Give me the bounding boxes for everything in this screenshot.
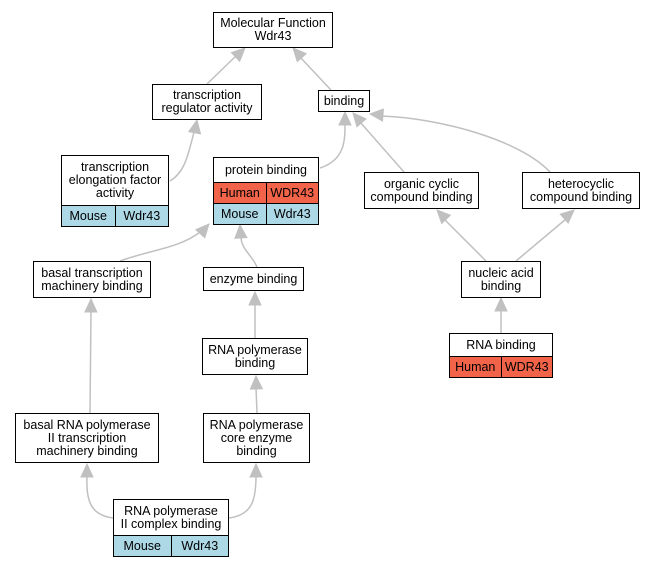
species-cell: Mouse	[114, 536, 171, 556]
gene-cell: WDR43	[265, 183, 318, 203]
node-molecular-function[interactable]: Molecular Function Wdr43	[213, 12, 333, 48]
arrowhead-icon	[194, 223, 210, 239]
arrowhead-icon	[80, 462, 94, 478]
edge-heterocyclic-to-binding	[380, 115, 551, 173]
mouse-gene-row: Mouse Wdr43	[214, 203, 318, 224]
node-rna-polymerase-binding[interactable]: RNA polymerase binding	[202, 338, 308, 375]
gene-cell: WDR43	[500, 357, 552, 377]
edge-enzyme-to-protein-binding	[240, 237, 258, 268]
node-label: protein binding	[224, 162, 307, 177]
edge-organic-cyclic-to-binding	[359, 121, 405, 173]
node-rna-binding[interactable]: RNA binding Human WDR43	[449, 333, 553, 378]
edge-nucleic-to-organic-cyclic	[443, 218, 487, 262]
human-gene-row: Human WDR43	[450, 356, 552, 377]
gene-cell: Wdr43	[170, 536, 228, 556]
node-nucleic-acid-binding[interactable]: nucleic acid binding	[461, 261, 541, 298]
species-cell: Mouse	[62, 206, 115, 226]
node-rna-polymerase-core-enzyme-binding[interactable]: RNA polymerase core enzyme binding	[203, 413, 310, 463]
edge-protein-binding-to-binding	[319, 123, 346, 169]
node-label: enzyme binding	[209, 271, 298, 286]
node-label: transcription elongation factor activity	[68, 160, 162, 200]
node-protein-binding[interactable]: protein binding Human WDR43 Mouse Wdr43	[213, 157, 319, 225]
edge-regulator-to-molecular-function	[206, 53, 239, 85]
edge-basal-rna-pol-to-basal-transcription	[89, 310, 92, 414]
arrowhead-icon	[249, 462, 263, 478]
human-gene-row: Human WDR43	[214, 182, 318, 203]
mouse-gene-row: Mouse Wdr43	[114, 535, 228, 556]
node-transcription-elongation-factor-activity[interactable]: transcription elongation factor activity…	[61, 155, 169, 227]
node-label: RNA polymerase binding	[208, 342, 302, 370]
edge-basal-transcription-to-protein-binding	[119, 231, 201, 262]
edge-core-enzyme-to-rna-pol-binding	[255, 387, 258, 414]
node-transcription-regulator-activity[interactable]: transcription regulator activity	[152, 84, 262, 120]
arrowhead-icon	[248, 290, 262, 306]
arrowhead-icon	[436, 209, 452, 225]
node-rna-polymerase-ii-complex-binding[interactable]: RNA polymerase II complex binding Mouse …	[113, 499, 229, 557]
arrowhead-icon	[292, 47, 308, 63]
species-cell: Human	[214, 183, 266, 203]
edge-elongation-to-regulator	[169, 131, 195, 182]
arrowhead-icon	[84, 297, 98, 313]
node-label: basal RNA polymerase II transcription ma…	[23, 417, 151, 458]
node-label: transcription regulator activity	[161, 88, 253, 115]
node-label: binding	[323, 93, 365, 108]
edge-nucleic-to-heterocyclic	[515, 218, 567, 262]
arrowhead-icon	[249, 374, 264, 390]
node-heterocyclic-compound-binding[interactable]: heterocyclic compound binding	[522, 172, 640, 209]
node-label: nucleic acid binding	[468, 265, 534, 293]
arrowhead-icon	[494, 296, 508, 312]
node-label: RNA polymerase core enzyme binding	[209, 417, 304, 458]
node-label: Molecular Function Wdr43	[220, 16, 326, 43]
node-basal-rna-polymerase-ii-transcription-machinery-binding[interactable]: basal RNA polymerase II transcription ma…	[15, 413, 159, 463]
arrowhead-icon	[338, 110, 352, 126]
arrowhead-icon	[559, 209, 575, 225]
arrowhead-icon	[368, 108, 384, 122]
node-organic-cyclic-compound-binding[interactable]: organic cyclic compound binding	[364, 172, 479, 209]
arrowhead-icon	[187, 118, 202, 135]
arrowhead-icon	[230, 47, 246, 63]
mouse-gene-row: Mouse Wdr43	[62, 205, 168, 226]
node-label: RNA polymerase II complex binding	[120, 503, 222, 531]
arrowhead-icon	[234, 223, 248, 239]
species-cell: Mouse	[214, 204, 266, 224]
node-label: heterocyclic compound binding	[529, 176, 633, 204]
node-label: organic cyclic compound binding	[370, 176, 473, 204]
gene-cell: Wdr43	[265, 204, 318, 224]
node-enzyme-binding[interactable]: enzyme binding	[203, 267, 304, 291]
node-label: RNA binding	[466, 337, 536, 352]
gene-cell: Wdr43	[114, 206, 168, 226]
arrowhead-icon	[352, 112, 367, 128]
node-binding[interactable]: binding	[318, 90, 370, 112]
edge-binding-to-molecular-function	[298, 55, 332, 91]
edge-complex-to-basal-rna-pol	[86, 475, 114, 519]
edge-complex-to-core-enzyme	[228, 475, 257, 519]
node-basal-transcription-machinery-binding[interactable]: basal transcription machinery binding	[33, 261, 151, 298]
node-label: basal transcription machinery binding	[41, 265, 143, 293]
species-cell: Human	[450, 357, 501, 377]
